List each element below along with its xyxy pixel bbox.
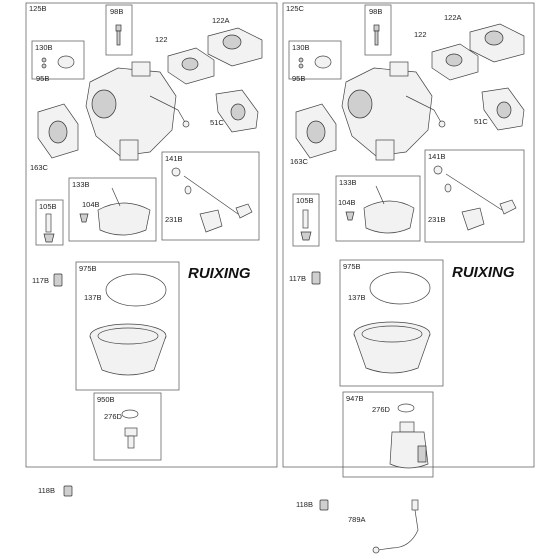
left-small-screws-icon: [41, 57, 47, 69]
left-kit-133-label: 133B: [72, 180, 90, 189]
right-part-231-label: 231B: [428, 215, 446, 224]
right-spacer-122a-icon: [469, 23, 525, 63]
left-bowl-icon: [89, 323, 167, 376]
right-part-104-label: 104B: [338, 198, 356, 207]
right-part-276-label: 276D: [372, 405, 391, 414]
right-small-screws-icon: [298, 57, 304, 69]
right-bowl-icon: [353, 321, 431, 374]
right-part-95-label: 95B: [292, 74, 305, 83]
left-part-276-label: 276D: [104, 412, 123, 421]
left-kit-141-label: 141B: [165, 154, 183, 163]
right-carburetor-icon: [341, 61, 446, 161]
right-float-icon: [345, 185, 415, 234]
left-part-163c-label: 163C: [30, 163, 49, 172]
right-part-122a-label: 122A: [444, 13, 462, 22]
right-kit-130-label: 130B: [292, 43, 310, 52]
left-washer-icon: [121, 409, 139, 419]
right-needle-icon: [300, 209, 312, 241]
left-part-95-label: 95B: [36, 74, 49, 83]
left-plug-117-icon: [53, 273, 63, 287]
right-kit-105-box: [292, 193, 320, 247]
left-part-137-label: 137B: [84, 293, 102, 302]
right-plug-118-icon: [319, 499, 329, 511]
right-solenoid-icon: [389, 421, 429, 469]
left-throttle-shaft-icon: [171, 167, 253, 233]
left-bolt-icon: [124, 427, 138, 449]
right-part-137-label: 137B: [348, 293, 366, 302]
right-kit-141-label: 141B: [428, 152, 446, 161]
right-kit-947-label: 947B: [346, 394, 364, 403]
left-needle-icon: [43, 213, 55, 243]
left-panel: 125B 98B 130B 95B 122A 122: [25, 2, 278, 497]
left-group-label: 125B: [29, 4, 47, 13]
left-panel-frame: [25, 2, 278, 468]
left-gasket-163c-icon: [37, 103, 79, 159]
right-kit-133-label: 133B: [339, 178, 357, 187]
left-kit-141-box: [161, 151, 260, 241]
right-part-789-label: 789A: [348, 515, 366, 524]
right-washer-icon: [397, 403, 415, 413]
left-float-icon: [79, 187, 151, 236]
right-part-118-label: 118B: [296, 500, 313, 509]
right-kit-98-label: 98B: [369, 7, 382, 16]
left-part-122a-label: 122A: [212, 16, 230, 25]
left-spacer-122a-icon: [207, 27, 263, 67]
right-oring-icon: [369, 271, 431, 305]
left-plate-icon: [57, 55, 75, 69]
left-part-51c-label: 51C: [210, 118, 224, 127]
left-kit-950-box: [93, 392, 162, 461]
left-kit-975-label: 975B: [79, 264, 97, 273]
right-part-117-label: 117B: [289, 274, 306, 283]
left-kit-133-box: [68, 177, 157, 242]
left-kit-98-box: [105, 4, 133, 56]
left-part-118-label: 118B: [38, 486, 55, 495]
left-brand-label: RUIXING: [188, 265, 251, 282]
right-brand-label: RUIXING: [452, 264, 515, 281]
right-wire-harness-icon: [372, 499, 419, 554]
right-kit-130-box: [288, 40, 342, 80]
right-kit-98-box: [364, 4, 392, 56]
left-kit-105-label: 105B: [39, 202, 57, 211]
right-part-163c-label: 163C: [290, 157, 309, 166]
left-screw-icon: [115, 24, 122, 46]
right-gasket-51c-icon: [481, 87, 525, 131]
right-plate-icon: [314, 55, 332, 69]
right-throttle-shaft-icon: [433, 165, 517, 231]
right-kit-975-label: 975B: [343, 262, 361, 271]
left-kit-130-label: 130B: [35, 43, 53, 52]
left-carburetor-icon: [85, 61, 190, 161]
right-kit-141-box: [424, 149, 525, 243]
right-gasket-122-icon: [431, 43, 479, 81]
left-gasket-122-icon: [167, 47, 215, 85]
left-plug-118-icon: [63, 485, 73, 497]
right-gasket-163c-icon: [295, 103, 337, 159]
left-kit-105-box: [35, 199, 64, 246]
right-panel: 125C 98B 130B 95B 122A 122: [282, 2, 535, 554]
right-part-51c-label: 51C: [474, 117, 488, 126]
left-part-231-label: 231B: [165, 215, 183, 224]
right-kit-947-box: [342, 391, 434, 478]
left-kit-975-box: [75, 261, 180, 391]
left-part-122-label: 122: [155, 35, 168, 44]
left-gasket-51c-icon: [215, 89, 259, 133]
right-plug-117-icon: [311, 271, 321, 285]
left-kit-130-box: [31, 40, 85, 80]
left-part-104-label: 104B: [82, 200, 100, 209]
right-part-122-label: 122: [414, 30, 427, 39]
left-kit-950-label: 950B: [97, 395, 115, 404]
left-kit-98-label: 98B: [110, 7, 123, 16]
left-oring-icon: [105, 273, 167, 307]
right-kit-133-box: [335, 175, 421, 242]
left-part-117-label: 117B: [32, 276, 49, 285]
right-group-label: 125C: [286, 4, 305, 13]
right-kit-105-label: 105B: [296, 196, 314, 205]
right-screw-icon: [373, 24, 380, 46]
right-kit-975-box: [339, 259, 444, 387]
